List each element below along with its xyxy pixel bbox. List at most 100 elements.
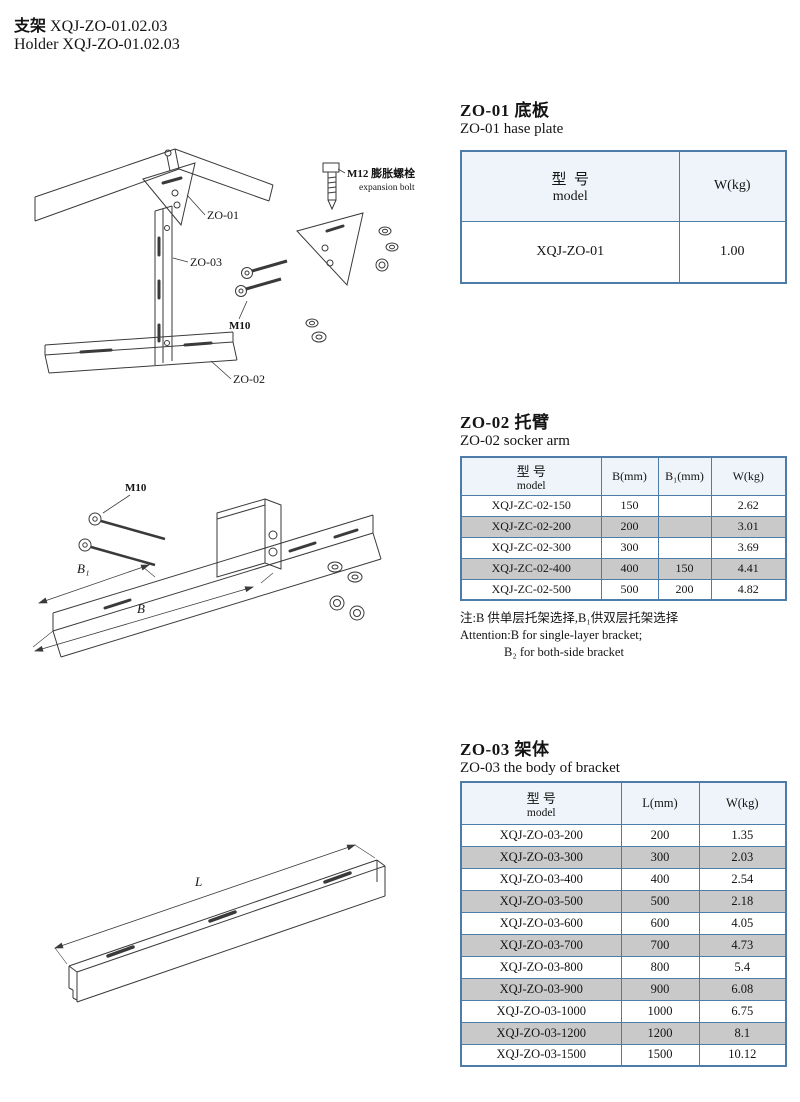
- label-b1: B₁: [77, 561, 89, 576]
- exploded-plate: [296, 212, 364, 287]
- table-cell: 6.75: [698, 999, 787, 1023]
- table-cell: 5.4: [698, 955, 787, 979]
- note-en-2: B₂ for both-side bracket: [504, 644, 624, 659]
- zo02-spec-table: 型 号 model B(mm) B₁(mm) W(kg) XQJ-ZC-02-1…: [460, 456, 787, 601]
- dimension-b1: [38, 564, 150, 604]
- table-cell: 400: [600, 557, 659, 580]
- vertical-post: [154, 205, 173, 365]
- table-cell: 10.12: [698, 1043, 787, 1067]
- extension-lines: [32, 566, 274, 648]
- table-cell: 2.18: [698, 889, 787, 913]
- page-title-en: Holder XQJ-ZO-01.02.03: [14, 36, 180, 53]
- table-cell: 300: [620, 845, 700, 869]
- table-cell: 3.01: [710, 515, 787, 538]
- table-cell: XQJ-ZC-02-400: [460, 557, 602, 580]
- table-cell: XQJ-ZO-03-1500: [460, 1043, 622, 1067]
- column-header-length: L(mm): [620, 781, 700, 825]
- page-title-cn: 支架 XQJ-ZO-01.02.03: [14, 12, 167, 36]
- label-zo03: ZO-03: [190, 255, 222, 269]
- table-cell: XQJ-ZC-02-150: [460, 494, 602, 517]
- table-cell: 200: [600, 515, 659, 538]
- table-cell: 4.41: [710, 557, 787, 580]
- table-cell: 300: [600, 536, 659, 559]
- table-cell: 1.00: [678, 220, 787, 284]
- ceiling-beam-left: [34, 148, 180, 222]
- table-cell: 8.1: [698, 1021, 787, 1045]
- column-header-model: 型 号 model: [460, 781, 622, 825]
- table-cell: XQJ-ZO-03-1000: [460, 999, 622, 1023]
- table-cell: 4.82: [710, 578, 787, 601]
- table-cell: 800: [620, 955, 700, 979]
- note-cn: 注:B 供单层托架选择,B₁供双层托架选择: [460, 611, 679, 625]
- label-l: L: [194, 874, 202, 889]
- table-cell: 150: [600, 494, 659, 517]
- table-cell: 500: [620, 889, 700, 913]
- table-cell: [657, 536, 712, 559]
- table-cell: XQJ-ZO-03-600: [460, 911, 622, 935]
- table-cell: 4.73: [698, 933, 787, 957]
- label-zo01: ZO-01: [207, 208, 239, 222]
- note-en-1: Attention:B for single-layer bracket;: [460, 627, 643, 642]
- section2-heading: ZO-02 托臂: [460, 413, 550, 432]
- table-cell: 2.62: [710, 494, 787, 517]
- table-cell: XQJ-ZO-03-200: [460, 823, 622, 847]
- column-header-model: 型 号 model: [460, 150, 680, 222]
- dimension-l: [54, 844, 356, 949]
- table-cell: XQJ-ZC-02-500: [460, 578, 602, 601]
- column-header-weight: W(kg): [710, 456, 787, 496]
- table-cell: XQJ-ZC-02-300: [460, 536, 602, 559]
- label-b: B: [137, 601, 145, 616]
- table-cell: 2.54: [698, 867, 787, 891]
- header-row: 型 号 model W(kg): [460, 150, 787, 222]
- column-header-weight: W(kg): [698, 781, 787, 825]
- zo02-arm-drawing: M10 B₁ B: [32, 482, 382, 658]
- beam-edges: [68, 859, 386, 1003]
- label-m10: M10: [229, 320, 251, 332]
- page-title-cn-bold: 支架: [14, 18, 47, 35]
- table-cell: XQJ-ZC-02-200: [460, 515, 602, 538]
- table-cell: 200: [620, 823, 700, 847]
- model-header-cn: 型 号: [516, 463, 546, 479]
- model-header-en: model: [516, 479, 546, 492]
- m10-bolts: [78, 512, 166, 567]
- table-cell: 900: [620, 977, 700, 1001]
- table-cell: 150: [657, 557, 712, 580]
- table-cell: 600: [620, 911, 700, 935]
- dimension-b: [34, 586, 254, 652]
- table-cell: [657, 494, 712, 517]
- table-cell: [657, 515, 712, 538]
- zo01-assembly-drawing: M12 膨胀螺栓 expansion bolt ZO-01 ZO-03 M10 …: [34, 148, 415, 386]
- bottom-rail: [44, 331, 238, 374]
- table-cell: 200: [657, 578, 712, 601]
- washers-right: [375, 226, 399, 272]
- table-cell: 500: [600, 578, 659, 601]
- column-header-weight: W(kg): [678, 150, 787, 222]
- section3-heading: ZO-03 架体: [460, 740, 550, 759]
- header-row: 型 号 model L(mm) W(kg): [460, 781, 787, 825]
- m12-bolt: [322, 162, 340, 211]
- column-header-b: B(mm): [600, 456, 659, 496]
- beam-right-end: [376, 859, 386, 896]
- beam-slots: [106, 871, 352, 958]
- table-cell: XQJ-ZO-03-700: [460, 933, 622, 957]
- model-header-cn: 型 号: [526, 790, 556, 806]
- model-header-cn: 型 号: [551, 171, 589, 188]
- leader-lines: [172, 194, 248, 380]
- column-header-b1: B₁(mm): [657, 456, 712, 496]
- table-cell: XQJ-ZO-03-500: [460, 889, 622, 913]
